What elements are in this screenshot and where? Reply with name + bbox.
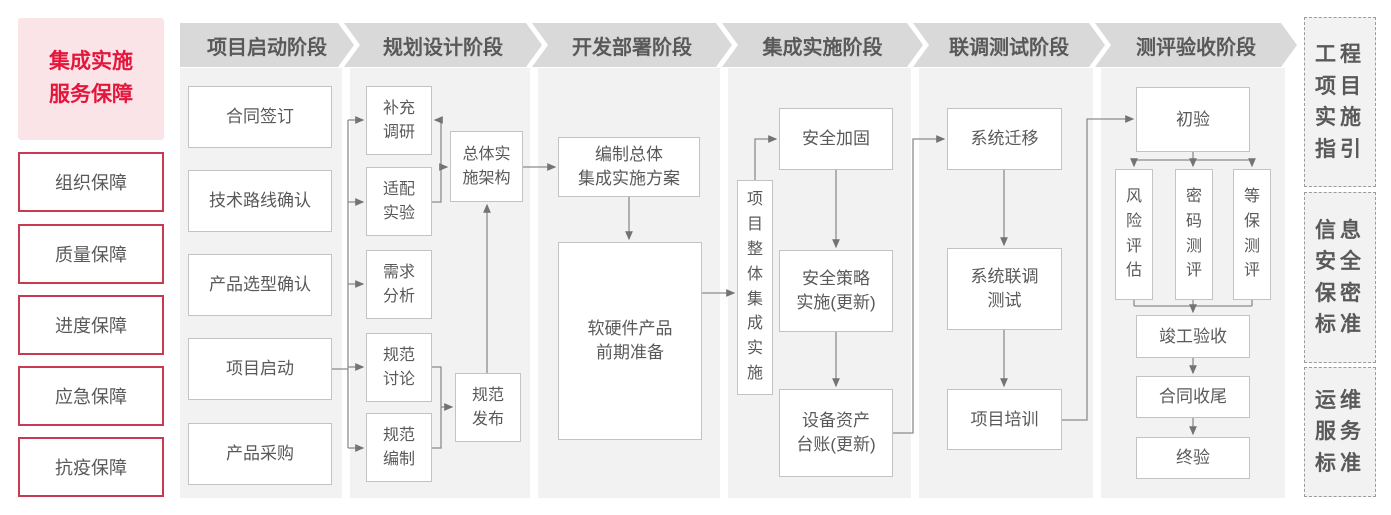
standard-info-security-confidentiality: 信息 安全 保密 标准 — [1304, 192, 1376, 363]
node-joint-debug-test: 系统联调 测试 — [947, 248, 1062, 330]
node-contract-signing: 合同签订 — [188, 86, 332, 148]
node-security-policy-update: 安全策略 实施(更新) — [779, 250, 893, 332]
node-overall-integration-impl: 项 目 整 体 集 成 实 施 — [737, 180, 773, 395]
node-completion-acceptance: 竣工验收 — [1136, 315, 1250, 358]
node-contract-closure: 合同收尾 — [1136, 376, 1250, 418]
phase-header-dev-deploy: 开发部署阶段 — [532, 23, 732, 67]
phase-header-project-start: 项目启动阶段 — [180, 23, 354, 67]
node-project-training: 项目培训 — [947, 389, 1062, 450]
node-system-migration: 系统迁移 — [947, 108, 1062, 170]
node-crypto-evaluation: 密 码 测 评 — [1175, 169, 1213, 300]
node-hw-sw-preparation: 软硬件产品 前期准备 — [558, 242, 702, 440]
node-spec-discussion: 规范 讨论 — [366, 333, 432, 402]
phase-header-integration: 集成实施阶段 — [722, 23, 923, 67]
guarantee-emergency: 应急保障 — [18, 366, 164, 426]
standard-om-service: 运维 服务 标准 — [1304, 367, 1376, 497]
phase-header-acceptance: 测评验收阶段 — [1095, 23, 1297, 67]
node-spec-release: 规范 发布 — [455, 373, 521, 442]
node-spec-drafting: 规范 编制 — [366, 413, 432, 482]
node-product-procurement: 产品采购 — [188, 423, 332, 485]
node-security-hardening: 安全加固 — [779, 108, 893, 170]
phase-header-planning-design: 规划设计阶段 — [344, 23, 542, 67]
standard-project-implementation-guide: 工程 项目 实施 指引 — [1304, 17, 1376, 187]
node-final-acceptance: 终验 — [1136, 437, 1250, 479]
node-project-kickoff: 项目启动 — [188, 338, 332, 400]
node-tech-route-confirm: 技术路线确认 — [188, 170, 332, 232]
guarantee-epidemic: 抗疫保障 — [18, 437, 164, 497]
guarantee-quality: 质量保障 — [18, 224, 164, 284]
node-asset-ledger-update: 设备资产 台账(更新) — [779, 389, 893, 477]
node-overall-plan-compilation: 编制总体 集成实施方案 — [558, 137, 700, 197]
node-risk-assessment: 风 险 评 估 — [1115, 169, 1153, 300]
node-adaptation-test: 适配 实验 — [366, 167, 432, 236]
guarantee-schedule: 进度保障 — [18, 295, 164, 355]
guarantee-organization: 组织保障 — [18, 152, 164, 212]
node-supplementary-research: 补充 调研 — [366, 86, 432, 155]
node-overall-architecture: 总体实 施架构 — [450, 131, 523, 202]
node-requirement-analysis: 需求 分析 — [366, 250, 432, 319]
node-mlps-evaluation: 等 保 测 评 — [1233, 169, 1271, 300]
phase-header-joint-test: 联调测试阶段 — [913, 23, 1105, 67]
diagram-title: 集成实施 服务保障 — [18, 18, 164, 140]
node-initial-acceptance: 初验 — [1136, 87, 1250, 152]
node-product-selection: 产品选型确认 — [188, 254, 332, 316]
